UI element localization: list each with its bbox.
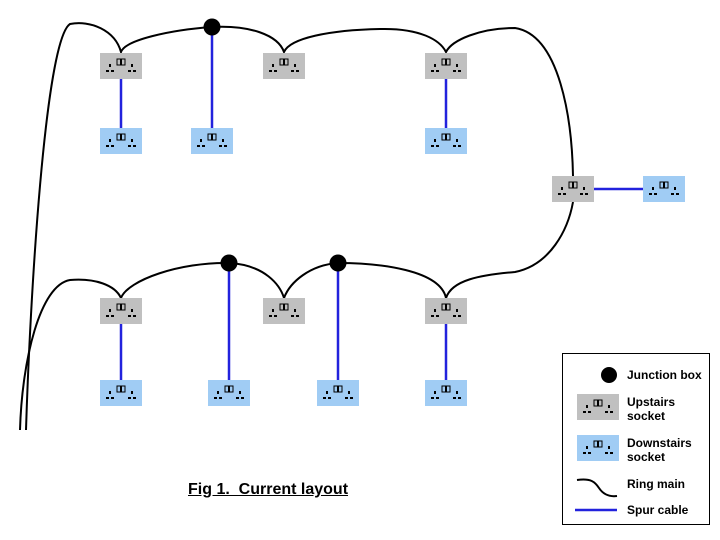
downstairs-socket-E4 (424, 379, 468, 407)
legend: Junction box Upstairs socket Downstairs … (562, 353, 710, 525)
ring-main-downstairs (19, 201, 574, 431)
legend-ring-main-icon (576, 478, 618, 498)
junction-box-J3 (329, 254, 347, 272)
legend-label-spur-cable: Spur cable (627, 503, 689, 517)
junction-box-J1 (203, 18, 221, 36)
legend-label-ring-main: Ring main (627, 477, 686, 491)
upstairs-socket-U3 (424, 52, 468, 80)
downstairs-socket-E1 (99, 379, 143, 407)
upstairs-socket-U4 (551, 175, 595, 203)
legend-junction-box-icon (601, 367, 617, 383)
ring-main-upstairs (25, 22, 574, 431)
junction-box-J2 (220, 254, 238, 272)
upstairs-socket-L3 (424, 297, 468, 325)
figure-caption: Fig 1. Current layout (188, 481, 349, 498)
downstairs-socket-E3 (316, 379, 360, 407)
downstairs-socket-D2 (190, 127, 234, 155)
legend-label-downstairs-socket: Downstairs socket (627, 436, 692, 464)
upstairs-socket-L2 (262, 297, 306, 325)
legend-label-junction-box: Junction box (627, 368, 702, 382)
legend-downstairs-socket-icon (576, 434, 620, 462)
downstairs-socket-E2 (207, 379, 251, 407)
downstairs-socket-D4 (642, 175, 686, 203)
upstairs-socket-U1 (99, 52, 143, 80)
legend-upstairs-socket-icon (576, 393, 620, 421)
downstairs-socket-D1 (99, 127, 143, 155)
upstairs-socket-U2 (262, 52, 306, 80)
legend-label-upstairs-socket: Upstairs socket (627, 395, 676, 423)
legend-symbols (575, 367, 620, 512)
downstairs-socket-D3 (424, 127, 468, 155)
upstairs-socket-L1 (99, 297, 143, 325)
